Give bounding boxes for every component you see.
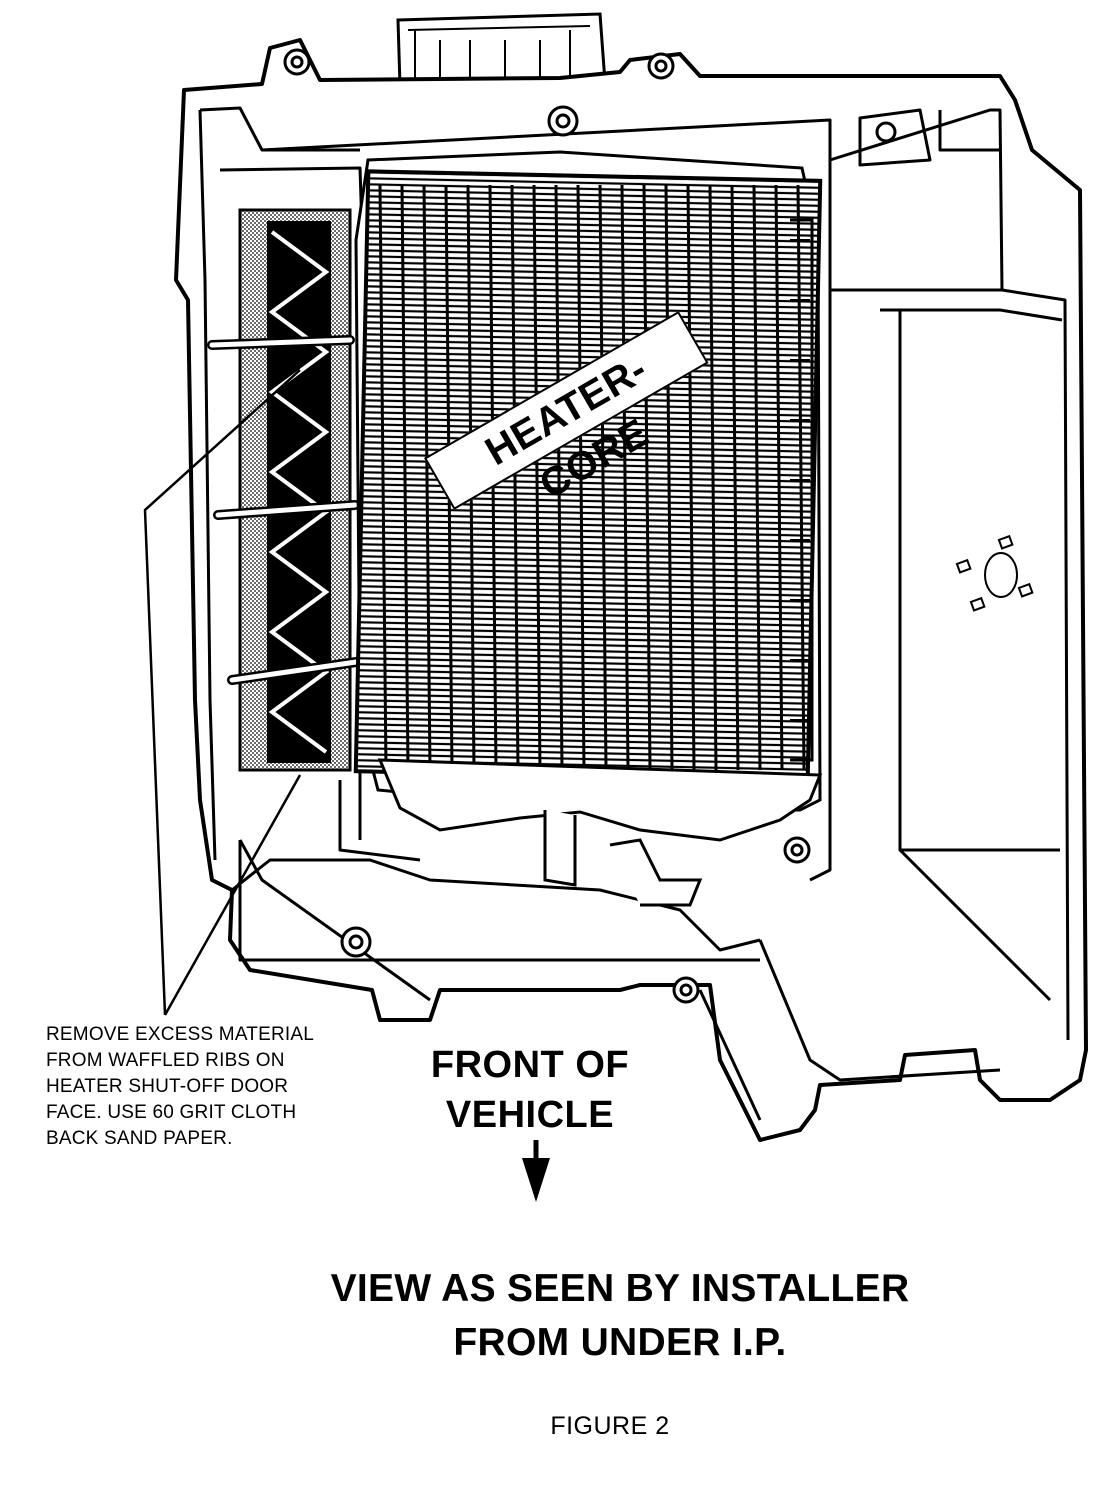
front-line: VEHICLE <box>445 1094 615 1136</box>
heater-shutoff-door <box>207 208 375 772</box>
instruction-note: REMOVE EXCESS MATERIAL FROM WAFFLED RIBS… <box>46 1022 366 1152</box>
note-line: FROM WAFFLED RIBS ON <box>46 1050 285 1071</box>
figure-label: FIGURE 2 <box>550 1412 670 1440</box>
view-caption-line: VIEW AS SEEN BY INSTALLER <box>330 1267 910 1310</box>
view-caption: VIEW AS SEEN BY INSTALLER FROM UNDER I.P… <box>260 1262 980 1370</box>
note-leader-lines <box>143 369 302 1016</box>
front-line: FRONT OF <box>430 1044 630 1086</box>
note-line: BACK SAND PAPER. <box>46 1128 233 1149</box>
note-line: REMOVE EXCESS MATERIAL <box>46 1024 314 1045</box>
front-of-vehicle-label: FRONT OF VEHICLE <box>400 1040 660 1140</box>
note-line: HEATER SHUT-OFF DOOR <box>46 1076 289 1097</box>
heater-core <box>353 150 823 907</box>
note-line: FACE. USE 60 GRIT CLOTH <box>46 1102 297 1123</box>
wall-fastener-pattern <box>955 534 1034 612</box>
mounting-bosses <box>283 48 897 1004</box>
view-caption-line: FROM UNDER I.P. <box>453 1321 787 1364</box>
front-arrow-icon <box>522 1140 550 1202</box>
